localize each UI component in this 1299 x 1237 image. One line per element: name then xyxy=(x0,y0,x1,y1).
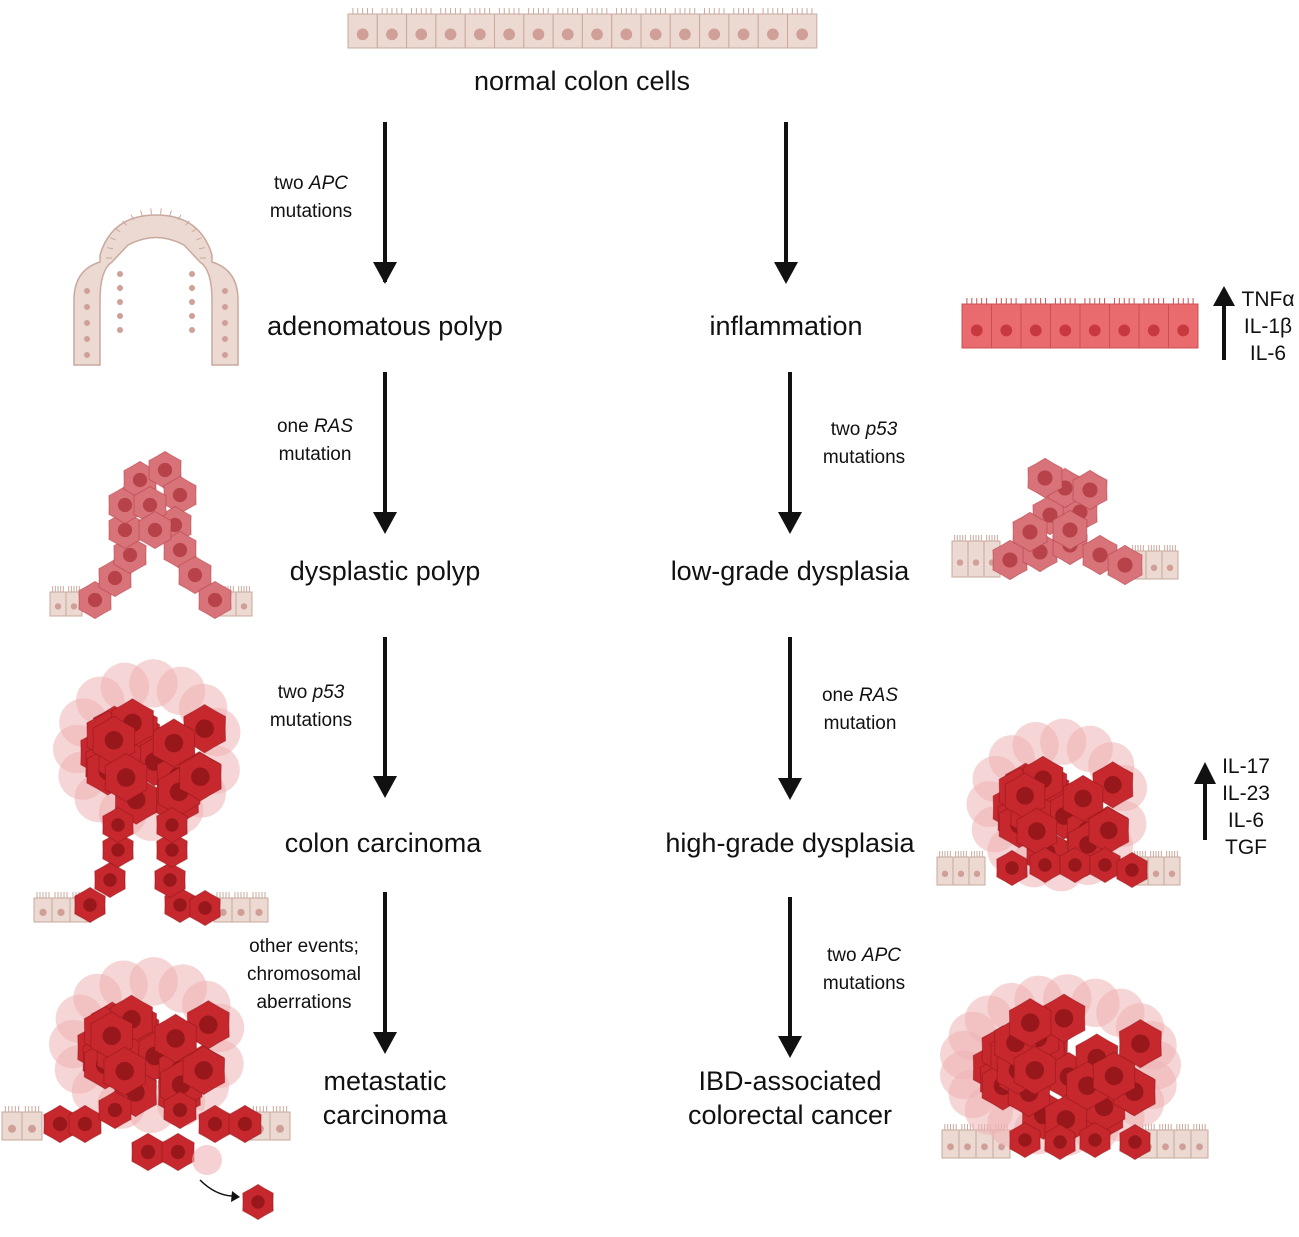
right-stage-label-4-line-1: IBD-associated xyxy=(698,1066,881,1096)
left-step-label-3-line-2: mutations xyxy=(270,710,352,731)
left-step-label-2-line-2: mutation xyxy=(279,444,352,465)
cytokine-high-grade-4: TGF xyxy=(1225,836,1267,859)
left-step-label-4-line-2: chromosomal xyxy=(247,964,361,985)
right-step-labels: two p53 mutations one RAS mutation two APC mu… xyxy=(822,419,905,994)
left-arrowhead-3 xyxy=(373,776,397,798)
left-stage-label-4-line-1: metastatic xyxy=(323,1066,446,1096)
right-step-label-2-line-1: two p53 xyxy=(831,419,898,440)
right-pathway xyxy=(774,122,802,1058)
left-step-label-4-line-1: other events; xyxy=(249,936,359,957)
left-pathway xyxy=(373,122,397,1054)
right-stage-labels: inflammation low-grade dysplasia high-grad… xyxy=(665,311,915,1130)
right-step-label-4-line-2: mutations xyxy=(823,973,905,994)
cytokine-up-arrow-inflammation xyxy=(1213,286,1235,360)
left-arrowhead-4 xyxy=(373,1032,397,1054)
left-step-label-4-line-3: aberrations xyxy=(256,992,351,1013)
left-step-labels: two APC mutations one RAS mutation two p53 mu… xyxy=(247,173,361,1013)
left-stage-labels: adenomatous polyp dysplastic polyp colon c… xyxy=(267,311,503,1130)
illustration-high-grade-dysplasia xyxy=(936,718,1181,892)
illustration-metastatic-carcinoma xyxy=(1,957,291,1221)
illustration-colon-carcinoma xyxy=(33,659,269,927)
right-arrowhead-3 xyxy=(778,778,802,800)
illustration-inflamed-epithelium xyxy=(961,298,1199,349)
right-stage-label-4-line-2: colorectal cancer xyxy=(688,1100,892,1130)
illustration-dysplastic-polyp xyxy=(49,450,253,620)
right-arrowhead-1 xyxy=(774,262,798,284)
right-stage-label-2-line-1: low-grade dysplasia xyxy=(671,556,911,586)
cytokine-up-arrow-high-grade xyxy=(1194,762,1216,840)
right-arrowhead-4 xyxy=(778,1036,802,1058)
right-step-label-2-line-2: mutations xyxy=(823,447,905,468)
right-stage-label-3-line-1: high-grade dysplasia xyxy=(665,828,915,858)
cytokine-high-grade-2: IL-23 xyxy=(1222,782,1270,805)
cytokine-inflammation-1: TNFα xyxy=(1242,288,1295,311)
normal-epithelium-strip xyxy=(347,8,818,49)
left-arrowhead-1 xyxy=(373,262,397,284)
top-label: normal colon cells xyxy=(474,66,690,96)
illustration-adenomatous-polyp xyxy=(73,208,239,366)
left-stage-label-4-line-2: carcinoma xyxy=(323,1100,449,1130)
left-step-label-1-line-1: two APC xyxy=(274,173,348,194)
left-step-label-1-line-2: mutations xyxy=(270,201,352,222)
right-step-label-4-line-1: two APC xyxy=(827,945,901,966)
left-arrowhead-2 xyxy=(373,512,397,534)
right-arrowhead-2 xyxy=(778,512,802,534)
left-stage-label-3-line-1: colon carcinoma xyxy=(285,828,483,858)
right-step-label-3-line-1: one RAS xyxy=(822,685,898,706)
cytokine-inflammation-2: IL-1β xyxy=(1244,315,1292,338)
cytokine-inflammation-3: IL-6 xyxy=(1250,342,1286,365)
illustration-ibd-colorectal-cancer xyxy=(940,974,1209,1161)
left-stage-label-1-line-1: adenomatous polyp xyxy=(267,311,503,341)
cytokine-high-grade-1: IL-17 xyxy=(1222,755,1270,778)
left-step-label-3-line-1: two p53 xyxy=(278,682,345,703)
illustration-low-grade-dysplasia xyxy=(951,457,1179,586)
left-step-label-2-line-1: one RAS xyxy=(277,416,353,437)
right-stage-label-1-line-1: inflammation xyxy=(709,311,862,341)
right-step-label-3-line-2: mutation xyxy=(824,713,897,734)
cytokine-high-grade-3: IL-6 xyxy=(1228,809,1264,832)
left-stage-label-2-line-1: dysplastic polyp xyxy=(290,556,481,586)
